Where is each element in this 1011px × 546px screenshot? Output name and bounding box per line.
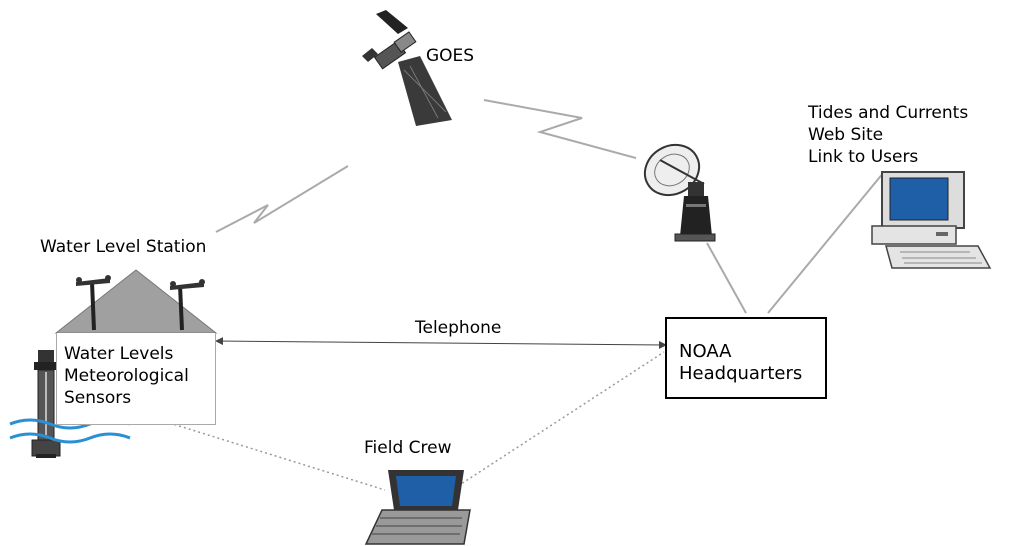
radio-link-satellite-dish — [483, 99, 637, 159]
laptop-icon — [364, 470, 471, 545]
water-level-station-building — [54, 269, 218, 334]
field-link-hq — [457, 351, 665, 487]
radio-link-station-satellite — [215, 165, 349, 233]
field-link-station — [159, 419, 386, 491]
noaa-hq-label: NOAA Headquarters — [679, 341, 803, 384]
noaa-headquarters-box: NOAA Headquarters — [665, 317, 827, 399]
station-sensors-label: Water Levels Meteorological Sensors — [64, 344, 189, 408]
telephone-label: Telephone — [415, 318, 502, 338]
anemometer-icon — [170, 279, 205, 331]
link-computer-hq — [767, 171, 885, 314]
anemometer-icon — [76, 275, 111, 331]
water-level-station-label: Water Level Station — [40, 237, 207, 257]
field-crew-label: Field Crew — [364, 438, 452, 458]
goes-label: GOES — [426, 46, 475, 66]
station-sensor-box: Water Levels Meteorological Sensors — [56, 333, 216, 425]
satellite-icon — [362, 10, 452, 126]
tides-site-label: Tides and Currents Web Site Link to User… — [808, 103, 969, 167]
link-dish-hq — [706, 242, 747, 314]
satellite-dish-icon — [643, 143, 716, 242]
telephone-line — [215, 337, 667, 349]
desktop-computer-icon — [871, 171, 992, 269]
